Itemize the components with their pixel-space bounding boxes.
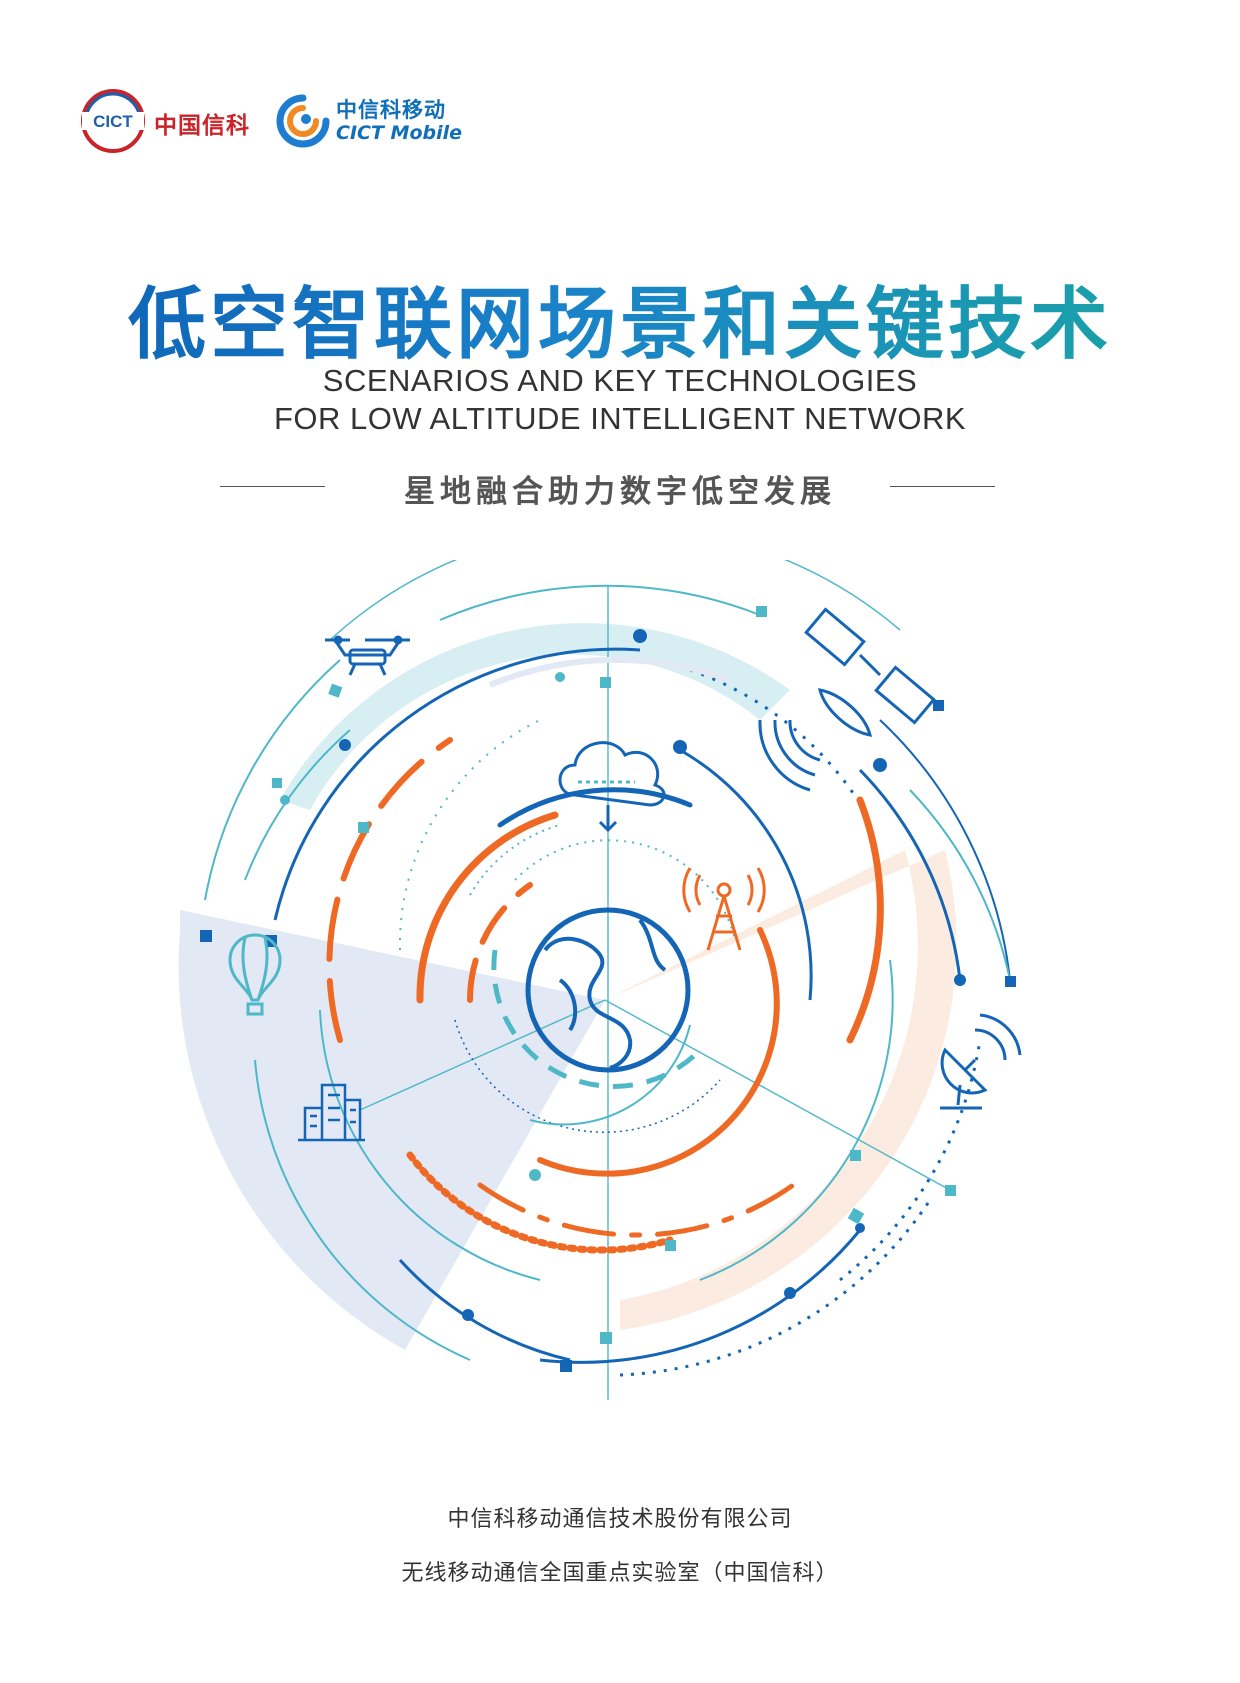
subtitle-row: 星地融合助力数字低空发展 [0, 466, 1240, 510]
satellite-dish-icon [940, 1013, 1022, 1110]
cict-mobile-logo-icon [276, 94, 330, 148]
cict-logo-text: CICT [93, 112, 133, 131]
globe-icon [525, 907, 691, 1073]
orange-rings [326, 737, 884, 1254]
balloon-icon [228, 933, 282, 1016]
cict-mobile-name-cn: 中信科移动 [336, 98, 446, 122]
arc-fill-light-teal [280, 623, 790, 810]
footer-company: 中信科移动通信技术股份有限公司 [447, 1507, 793, 1532]
subtitle-divider-right [890, 486, 995, 487]
satellite-icon [758, 607, 936, 792]
inner-rings [398, 719, 813, 1133]
radial-lines [359, 585, 951, 1400]
sector-fill-peach [605, 850, 957, 1330]
drone-icon [325, 635, 410, 676]
sector-fill-light-blue [178, 910, 605, 1350]
title-en-line1: SCENARIOS AND KEY TECHNOLOGIES [322, 363, 918, 398]
cict-logo-icon: CICT [81, 89, 145, 153]
network-diagram [178, 560, 1022, 1400]
buildings-icon [298, 1083, 365, 1142]
cloud-icon [558, 741, 666, 833]
outer-rings [204, 560, 1011, 1377]
cict-name: 中国信科 [154, 113, 250, 139]
subtitle-divider-left [220, 486, 325, 487]
ring-markers [200, 606, 1016, 1372]
footer-lab: 无线移动通信全国重点实验室（中国信科） [401, 1561, 839, 1586]
title-en: SCENARIOS AND KEY TECHNOLOGIES FOR LOW A… [0, 362, 1240, 438]
title-cn: 低空智联网场景和关键技术 [0, 262, 1240, 374]
subtitle: 星地融合助力数字低空发展 [404, 474, 836, 510]
title-en-line2: FOR LOW ALTITUDE INTELLIGENT NETWORK [273, 401, 967, 436]
cict-mobile-name-en: CICT Mobile [336, 122, 463, 144]
cell-tower-icon [682, 867, 766, 951]
